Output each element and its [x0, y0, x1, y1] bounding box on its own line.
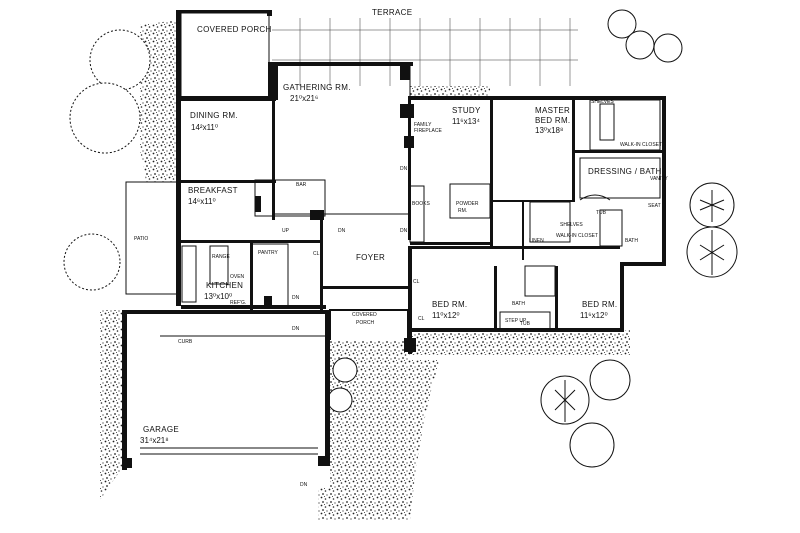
up-label: UP [282, 228, 290, 234]
dressing-bath-label: DRESSING / BATH [588, 167, 662, 176]
cl-label-1: CL [313, 251, 320, 257]
dn-label-1: DN [338, 228, 346, 234]
dn-label-5: DN [292, 295, 300, 301]
vanity-label: VANITY [650, 176, 668, 182]
shelves-label: SHELVES [560, 222, 583, 228]
tub-top-label: TUB [596, 210, 607, 216]
dn-label-3: DN [400, 166, 408, 172]
oven-label: OVEN [230, 274, 245, 280]
dining-room-label: DINING RM. [190, 111, 238, 120]
powder-label-1: POWDER [456, 201, 479, 207]
kitchen-size: 13⁰x10⁰ [204, 292, 232, 301]
garage-size: 31⁴x21⁸ [140, 436, 169, 445]
dn-label-4: DN [292, 326, 300, 332]
patio-label: PATIO [134, 236, 148, 242]
covered-porch-top-label: COVERED PORCH [197, 25, 272, 34]
terrace-paving [272, 18, 578, 86]
covered-porch-front-2: PORCH [356, 320, 374, 326]
gathering-room-label: GATHERING RM. [283, 83, 351, 92]
curb-label: CURB [178, 339, 193, 345]
master-label-2: BED RM. [535, 116, 570, 125]
walkin-closet-top-label: WALK-IN CLOSET [620, 142, 662, 148]
dn-label-2: DN [400, 228, 408, 234]
interior-lines [140, 12, 661, 455]
bed-room-left-size: 11⁰x12⁰ [432, 311, 460, 320]
bath-mid-label: BATH [512, 301, 525, 307]
fixture-labels: BAR PANTRY OVEN REF'G. RANGE FAMILY FIRE… [178, 99, 668, 488]
garage-label: GARAGE [143, 425, 179, 434]
trees [63, 9, 738, 468]
bed-room-right-label: BED RM. [582, 300, 617, 309]
covered-porch-front-1: COVERED [352, 312, 377, 318]
patio [125, 181, 179, 295]
dining-room-size: 14²x11⁰ [191, 123, 218, 132]
study-label: STUDY [452, 106, 481, 115]
bed-room-right-size: 11⁶x12⁰ [580, 311, 608, 320]
study-size: 11⁶x13⁴ [452, 117, 480, 126]
master-label-1: MASTER [535, 106, 570, 115]
cl-label-3: CL [418, 316, 425, 322]
terrace-label: TERRACE [372, 8, 412, 17]
breakfast-size: 14⁶x11⁰ [188, 197, 216, 206]
seat-label: SEAT [648, 203, 661, 209]
bed-room-left-label: BED RM. [432, 300, 467, 309]
breakfast-label: BREAKFAST [188, 186, 238, 195]
pantry-label: PANTRY [258, 250, 278, 256]
walls [122, 10, 666, 470]
linen-label: LINEN [529, 238, 544, 244]
step-up-label: STEP UP [505, 318, 527, 324]
powder-label-2: RM. [458, 208, 467, 214]
bath-right-label: BATH [625, 238, 638, 244]
books-label: BOOKS [412, 201, 430, 207]
cl-label-2: CL [413, 279, 420, 285]
dn-label-6: DN [300, 482, 308, 488]
refg-label: REF'G. [230, 300, 246, 306]
fireplace-top-label: FAMILY [414, 122, 432, 128]
fireplace-label: FIREPLACE [414, 128, 442, 134]
master-size: 13⁰x18⁸ [535, 126, 563, 135]
kitchen-label: KITCHEN [206, 281, 243, 290]
range-label: RANGE [212, 254, 230, 260]
foyer-label: FOYER [356, 253, 385, 262]
room-labels: COVERED PORCH TERRACE GATHERING RM. 21⁰x… [134, 8, 662, 445]
walkin-closet-mid-label: WALK-IN CLOSET [556, 233, 598, 239]
gathering-room-size: 21⁰x21⁶ [290, 94, 318, 103]
tub-mid-label: TUB [520, 321, 531, 327]
bar-label: BAR [296, 182, 307, 188]
shelves-top-label: SHELVES [591, 99, 614, 105]
